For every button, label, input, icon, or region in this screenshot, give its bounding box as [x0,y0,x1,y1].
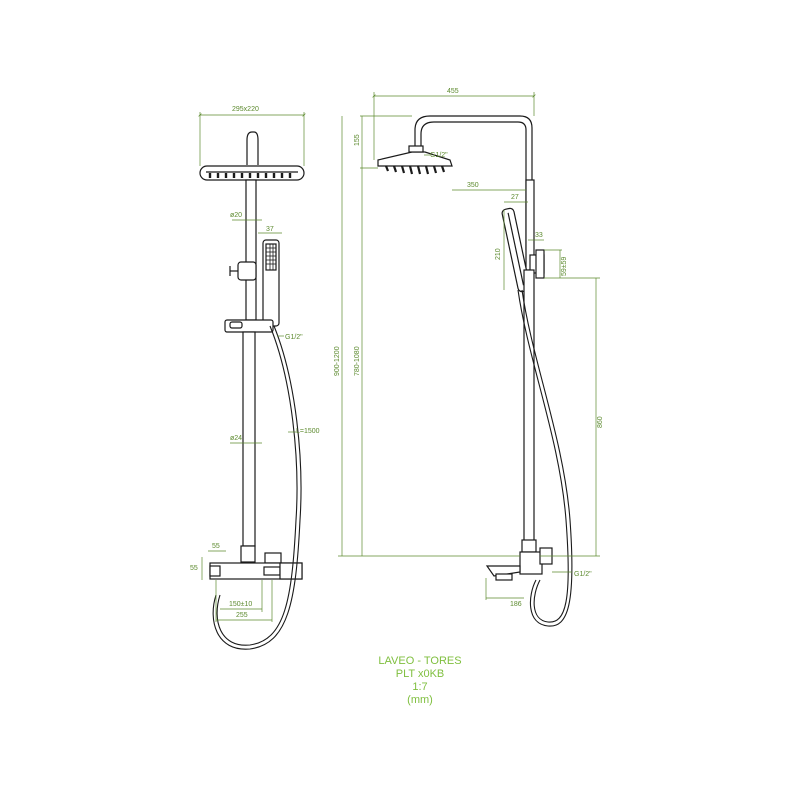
front-lower-bar [242,331,256,547]
side-head-connection-label: G1/2" [430,152,448,159]
side-dimension-labels: 455 155 G1/2" 350 900-1200 780-1080 27 2… [334,88,604,608]
side-arm-reach-label: 350 [467,182,479,189]
side-overhead-arm [414,115,533,250]
side-holder-height-label: 59±59 [561,256,568,276]
caption-units: (mm) [407,694,433,706]
caption-model-name: LAVEO - TORES [378,655,462,667]
front-arm-diameter-label: ø20 [230,212,242,219]
front-inlet-spacing-label: 150±10 [229,601,252,608]
front-hose [216,325,298,646]
front-dimension-labels: 295x220 ø20 37 G1/2" ø24 L=1500 55 55 15… [190,106,320,619]
side-hand-shower-depth-label: 27 [511,194,519,201]
side-holder [529,249,545,279]
caption-scale: 1:7 [412,681,428,693]
side-total-height-label: 900-1200 [334,346,341,376]
front-diverter-knob [229,261,257,281]
side-inlet-connection-label: G1/2" [574,571,592,578]
front-body-width-label: 55 [212,543,220,550]
front-body-length-label: 255 [236,612,248,619]
side-adjustable-height-label: 780-1080 [354,346,361,376]
side-shower-head [377,145,453,175]
side-holder-to-body-label: 860 [597,416,604,428]
side-mixer [485,539,553,581]
front-dimensions [198,112,306,622]
front-upper-pipe [245,179,257,321]
front-bar-diameter-label: ø24 [230,435,242,442]
front-shower-head [199,165,305,181]
front-head-size-label: 295x220 [232,106,259,113]
side-hand-shower-length-label: 210 [495,248,502,260]
front-hose-length-label: L=1500 [296,428,320,435]
drawing-caption: LAVEO - TORES PLT x0KB 1:7 (mm) [300,655,540,707]
front-hand-shower [262,239,280,327]
front-hand-shower-width-label: 37 [266,226,274,233]
front-arm [246,131,259,165]
front-connection-mid-label: G1/2" [285,334,303,341]
side-spout-projection-label: 186 [510,601,522,608]
side-head-height-label: 155 [354,134,361,146]
side-dimensions [338,92,600,600]
side-view [377,115,573,627]
front-view [199,131,305,650]
side-arm-reach-top-label: 455 [447,88,459,95]
side-holder-offset-label: 33 [535,232,543,239]
front-mixer-body [209,545,303,580]
front-body-height-label: 55 [190,565,198,572]
caption-model-code: PLT x0KB [395,668,445,680]
side-hose [517,289,569,623]
